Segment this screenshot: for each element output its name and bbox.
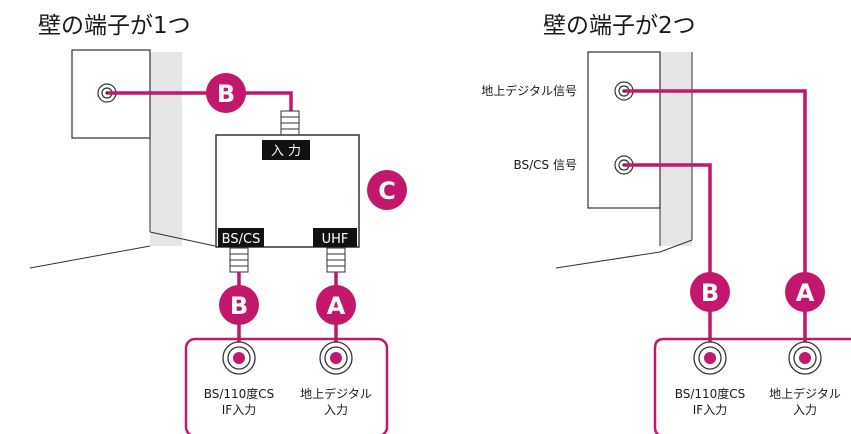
right-floor-line <box>555 251 661 269</box>
left-badge-cable-bscs <box>219 285 259 325</box>
left-splitter-input-label: 入 力 <box>271 144 301 159</box>
right-wall-port-terrestrial-icon <box>614 81 634 101</box>
left-wall-shade <box>150 52 182 246</box>
left-splitter-input-tag <box>262 140 310 160</box>
left-badge-cable-wall <box>206 73 246 113</box>
right-port-uhf-label-2: 入力 <box>793 403 817 417</box>
right-badge-cable-uhf <box>785 272 825 312</box>
right-wall-plate <box>587 51 661 209</box>
left-badge-splitter-text: C <box>378 177 396 205</box>
left-splitter-uhf-label: UHF <box>322 232 349 247</box>
right-cable-terrestrial <box>625 89 807 358</box>
left-tv-port-bs-icon <box>222 341 256 375</box>
left-badge-cable-uhf <box>316 285 356 325</box>
left-splitter-input-connector <box>280 110 300 136</box>
right-floor-line-2 <box>659 239 693 253</box>
right-title: 壁の端子が2つ <box>543 13 696 39</box>
left-panel: 壁の端子が1つ 入 力 BS/CS UHF C <box>29 13 407 434</box>
left-cable-wall-to-splitter <box>108 91 293 112</box>
left-splitter-bscs-tag <box>218 228 264 247</box>
left-floor-line <box>29 245 151 269</box>
right-port-bs-label-2: IF入力 <box>693 403 727 417</box>
right-port-bs-label-1: BS/110度CS <box>675 386 746 401</box>
left-badge-cable-bscs-text: B <box>230 292 248 320</box>
left-wall-port-icon <box>97 83 117 103</box>
left-port-uhf-label-1: 地上デジタル <box>300 386 372 401</box>
right-wall-shade <box>660 52 692 246</box>
left-splitter-uhf-connector <box>326 247 346 273</box>
right-panel: 壁の端子が2つ 地上デジタル信号 BS/CS 信号 B A <box>481 13 851 434</box>
right-tv-port-bs-icon <box>693 341 727 375</box>
left-tv-port-uhf-icon <box>319 341 353 375</box>
right-tv-panel <box>653 337 851 434</box>
left-splitter-bscs-label: BS/CS <box>222 232 261 247</box>
right-badge-cable-bscs-text: B <box>701 279 719 307</box>
right-badge-cable-bscs <box>690 272 730 312</box>
left-badge-cable-uhf-text: A <box>327 292 346 320</box>
left-title: 壁の端子が1つ <box>38 13 191 39</box>
left-badge-cable-wall-text: B <box>217 80 235 108</box>
right-wall-port-terrestrial-label: 地上デジタル信号 <box>481 83 577 98</box>
left-tv-panel <box>184 337 389 434</box>
left-port-bs-label-2: IF入力 <box>222 403 256 417</box>
right-badge-cable-uhf-text: A <box>796 279 815 307</box>
left-port-bs-label-1: BS/110度CS <box>204 386 275 401</box>
left-port-uhf-label-2: 入力 <box>324 403 348 417</box>
left-splitter-uhf-tag <box>313 228 357 247</box>
left-wall-floor-line <box>149 231 216 247</box>
right-port-uhf-label-1: 地上デジタル <box>769 386 841 401</box>
left-badge-splitter <box>367 170 407 210</box>
right-wall-port-bscs-label: BS/CS 信号 <box>514 158 578 172</box>
left-splitter-bscs-connector <box>229 247 249 273</box>
right-tv-port-uhf-icon <box>788 341 822 375</box>
